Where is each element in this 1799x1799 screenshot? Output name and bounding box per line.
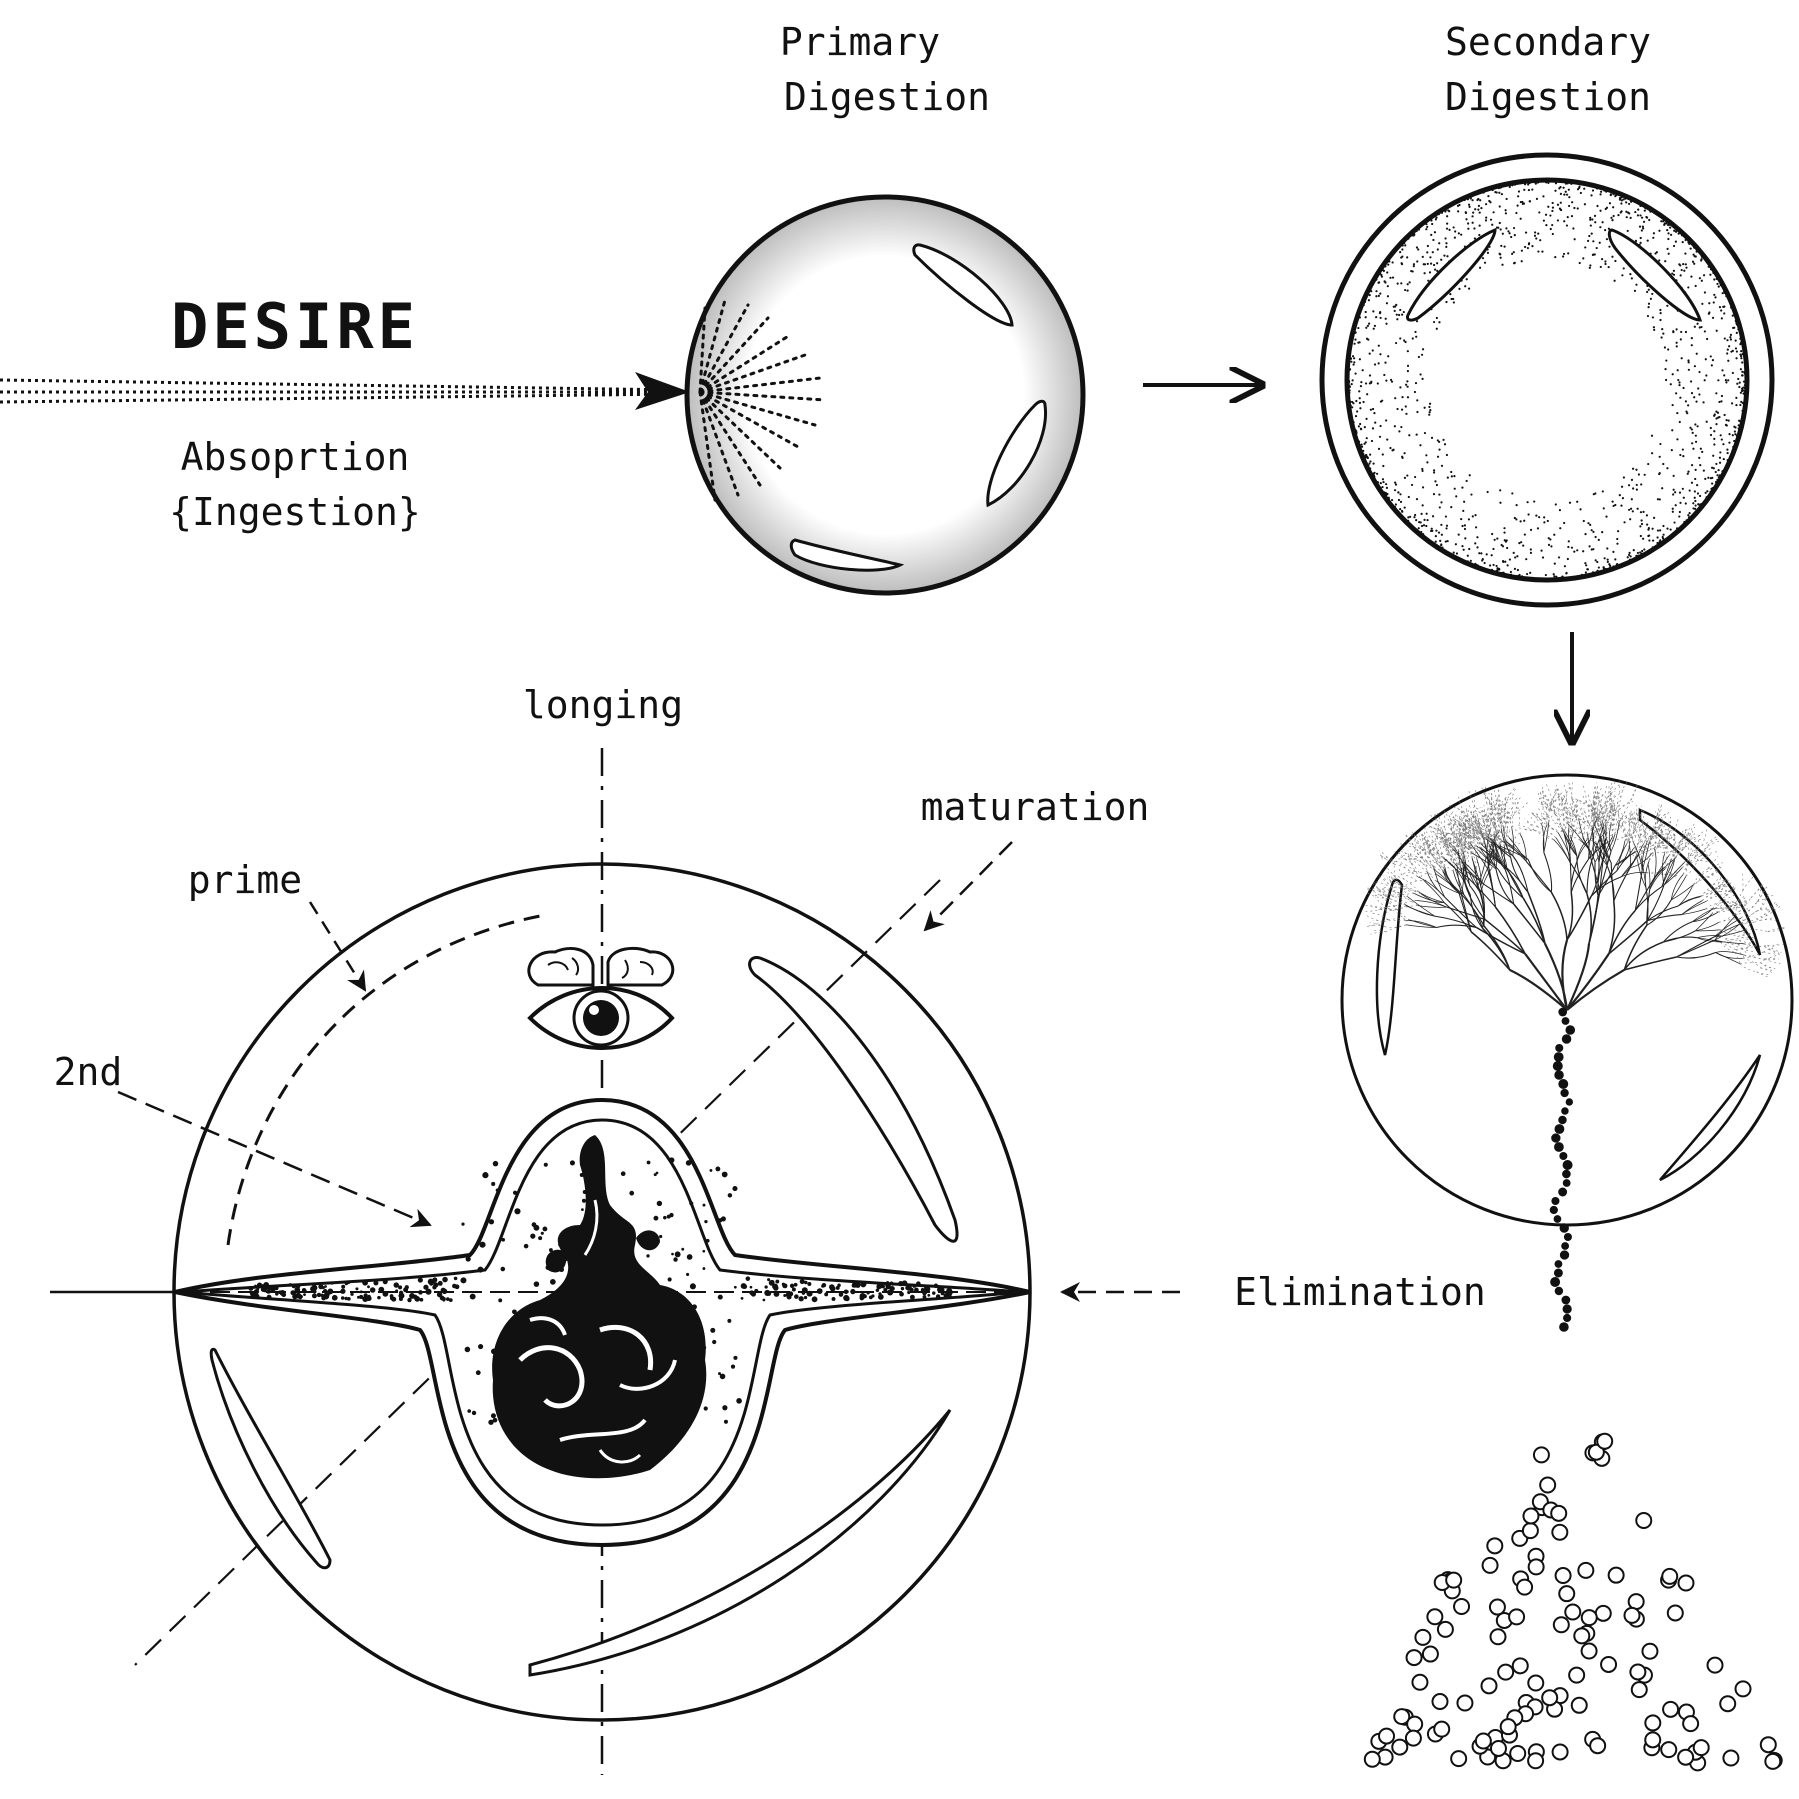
maturation-label: maturation: [921, 785, 1150, 829]
primary-digestion-bubble: [684, 194, 1086, 596]
eye-icon: [527, 986, 675, 1050]
crescent-upper-right: [748, 955, 959, 1243]
secondary-digestion-label-line1: Secondary: [1445, 20, 1651, 64]
second-arrow: [117, 1090, 432, 1228]
desire-beam: [0, 372, 690, 410]
crescent-lower-right: [528, 1409, 952, 1677]
stipple-ring: [1347, 180, 1747, 579]
desire-label: DESIRE: [171, 290, 419, 363]
second-label: 2nd: [54, 1050, 123, 1094]
absorption-rays: [698, 298, 827, 502]
central-organism: [50, 748, 1180, 1775]
dark-mass: [492, 1135, 707, 1479]
tree-branches: [1364, 779, 1786, 1011]
tree-bubble: [1340, 773, 1794, 1227]
prime-arc: [226, 913, 546, 1246]
prime-arrow: [308, 901, 367, 992]
primary-digestion-label-line1: Primary: [780, 20, 940, 64]
prime-label: prime: [188, 858, 302, 902]
secondary-digestion-bubble: [1319, 152, 1775, 608]
brain-icon: [527, 946, 675, 987]
elimination-dots: [1549, 1007, 1576, 1332]
absorption-label: Absoprtion: [181, 435, 410, 479]
longing-label: longing: [523, 683, 683, 727]
primary-digestion-label-line2: Digestion: [784, 75, 990, 119]
ingestion-label: {Ingestion}: [169, 490, 421, 534]
maturation-arrow: [923, 841, 1013, 932]
crescent-lower-left: [209, 1347, 332, 1570]
elimination-circles: [1363, 1432, 1783, 1772]
secondary-digestion-label-line2: Digestion: [1445, 75, 1651, 119]
elimination-label: Elimination: [1234, 1270, 1486, 1314]
desire-arrowhead: [635, 372, 690, 410]
